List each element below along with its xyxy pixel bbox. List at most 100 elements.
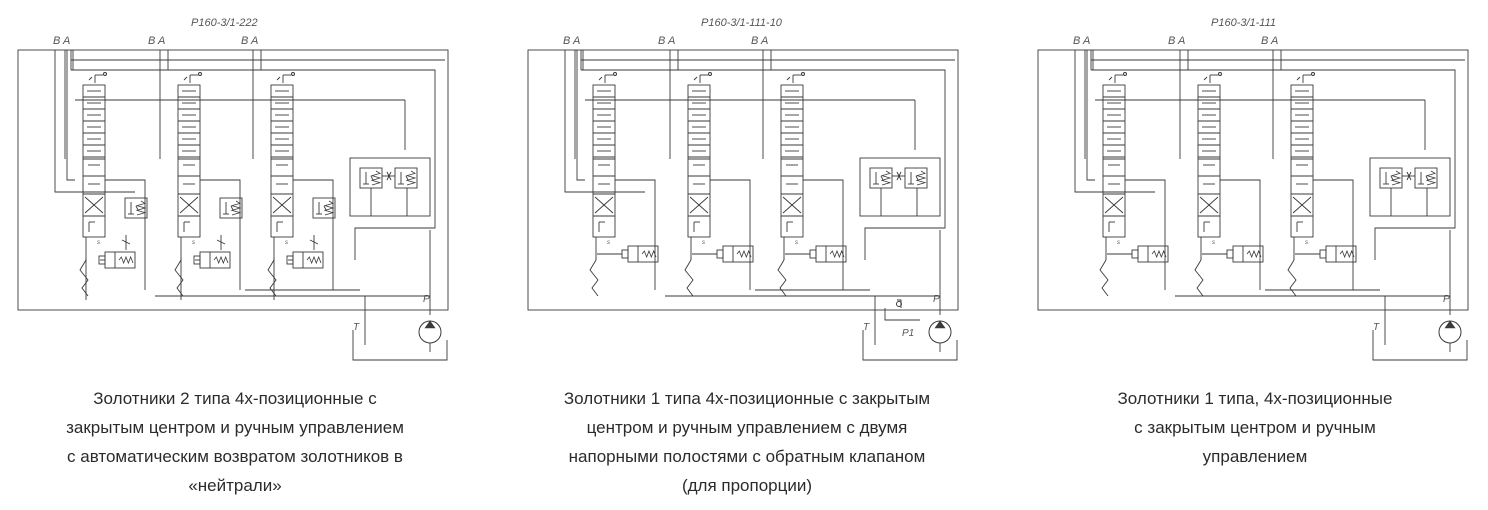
- pipe-line: [803, 179, 844, 290]
- pipe-line: [323, 205, 327, 211]
- pipe-line: [405, 175, 409, 181]
- valve-box: [292, 251, 324, 269]
- pipe-line: [386, 171, 392, 181]
- caption-line: управлением: [1202, 447, 1308, 466]
- valve-box: [1369, 157, 1451, 217]
- spring-symbol: [1390, 170, 1402, 186]
- pressure-port-label: P: [1443, 294, 1450, 305]
- tank-port-label: T: [353, 322, 360, 333]
- valve-box: [1319, 249, 1327, 259]
- pipe-line: [884, 308, 920, 321]
- spring-symbol: [1151, 249, 1167, 259]
- caption-line: Золотники 1 типа 4х-позиционные с закрыт…: [563, 389, 931, 408]
- caption-line: «нейтрали»: [188, 476, 282, 495]
- valve-box: [527, 49, 959, 311]
- spring-symbol: [230, 200, 242, 216]
- caption-line: центром и ручным управлением с двумя: [586, 418, 908, 437]
- caption-line: закрытым центром и ручным управлением: [66, 418, 404, 437]
- spool-valve: s: [589, 72, 617, 297]
- valve-box: [1290, 84, 1314, 160]
- pipe-line: [183, 76, 188, 81]
- lever-knob: [708, 72, 712, 76]
- detent-mark: s: [285, 240, 288, 246]
- valve-box: [859, 157, 941, 217]
- pipe-line: [915, 175, 919, 181]
- pipe-line: [352, 330, 448, 361]
- diagram-2-caption: Золотники 1 типа 4х-позиционные с закрыт…: [527, 384, 967, 500]
- spool-valve: s: [684, 72, 712, 297]
- valve-box: [716, 249, 724, 259]
- valve-box: [124, 197, 148, 219]
- spool-valve: s: [174, 72, 202, 300]
- pipe-line: [594, 196, 614, 214]
- port-label-ba: B A: [148, 35, 165, 47]
- pipe-line: [1292, 196, 1312, 214]
- valve-box: [621, 249, 629, 259]
- tank-port-label: T: [863, 322, 870, 333]
- detent-mark: s: [702, 240, 705, 246]
- pipe-line: [230, 205, 234, 211]
- valve-box: [1226, 249, 1234, 259]
- valve-box: [1414, 167, 1438, 189]
- spring-symbol: [829, 249, 845, 259]
- model-label: P160-3/1-222: [191, 17, 258, 29]
- pipe-line: [615, 179, 656, 290]
- pipe-line: [200, 179, 241, 290]
- port-label-ba: B A: [1261, 35, 1278, 47]
- port-label-ba: B A: [1168, 35, 1185, 47]
- lever-knob: [801, 72, 805, 76]
- relief-valve: [219, 197, 243, 219]
- pipe-line: [782, 196, 802, 214]
- valve-box: [219, 197, 243, 219]
- spring-symbol: [736, 249, 752, 259]
- lever-knob: [103, 72, 107, 76]
- pipe-line: [581, 69, 946, 260]
- check-valve-ball: [896, 301, 902, 307]
- valve-box: [815, 245, 847, 263]
- pipe-line: [1296, 76, 1301, 81]
- pipe-line: [1203, 76, 1208, 81]
- valve-box: [82, 84, 106, 160]
- detent-mark: s: [1305, 240, 1308, 246]
- valve-box: [687, 158, 711, 238]
- valve-box: [270, 84, 294, 160]
- valve-box: [1197, 158, 1221, 238]
- lever-knob: [291, 72, 295, 76]
- pipe-line: [88, 76, 93, 81]
- cylinder: [1226, 245, 1264, 263]
- pipe-line: [689, 196, 709, 214]
- detent-mark: s: [795, 240, 798, 246]
- pipe-line: [276, 76, 281, 81]
- pipe-line: [1108, 76, 1113, 81]
- pipe-line: [684, 259, 694, 297]
- pipe-line: [1194, 259, 1204, 297]
- pipe-line: [216, 239, 226, 245]
- spring-symbol: [1339, 249, 1355, 259]
- pipe-line: [71, 69, 436, 260]
- pipe-line: [1220, 179, 1261, 290]
- spring-symbol: [880, 170, 892, 186]
- diagram-3-caption: Золотники 1 типа, 4х-позиционные с закры…: [1035, 384, 1475, 471]
- pipe-line: [1074, 50, 1155, 193]
- valve-box: [780, 84, 804, 160]
- lever-knob: [613, 72, 617, 76]
- lever-knob: [1311, 72, 1315, 76]
- pipe-line: [1099, 259, 1109, 297]
- pipe-line: [293, 179, 334, 290]
- spool-valve: s: [79, 72, 107, 300]
- valve-box: [177, 158, 201, 238]
- relief-valve: [904, 167, 928, 189]
- pipe-line: [1390, 175, 1394, 181]
- cylinder: [809, 245, 847, 263]
- valve-box: [1290, 158, 1314, 238]
- pipe-line: [179, 196, 199, 214]
- pipe-line: [693, 76, 698, 81]
- spring-symbol: [641, 249, 657, 259]
- pump-symbol: [928, 320, 952, 344]
- pipe-line: [54, 50, 135, 193]
- valve-box: [312, 197, 336, 219]
- extra-pressure-port-label: P1: [902, 328, 914, 339]
- cylinder: [1319, 245, 1357, 263]
- valve-box: [270, 158, 294, 238]
